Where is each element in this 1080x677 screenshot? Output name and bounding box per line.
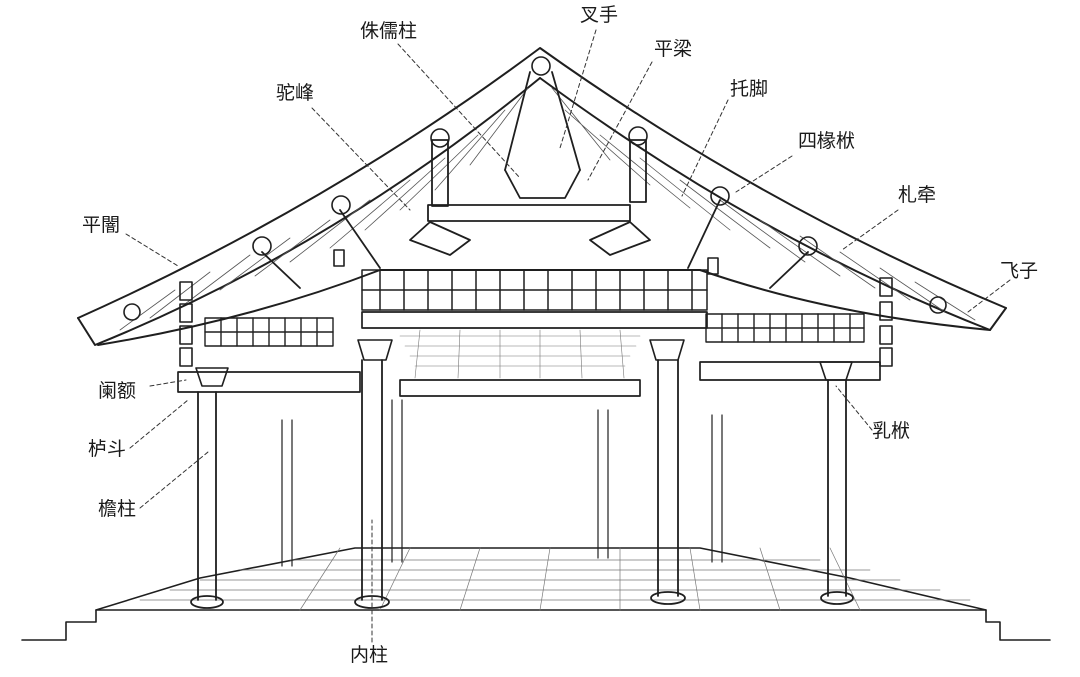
platform: [21, 547, 1051, 641]
label-ru-fu: 乳栿: [872, 420, 911, 442]
lintels: [177, 311, 881, 397]
coffered-ceiling-sides: [204, 313, 865, 347]
label-zha-qian: 札牵: [898, 184, 937, 206]
label-yan-zhu: 檐柱: [98, 498, 137, 520]
brackets: [179, 249, 893, 387]
label-zhuru-zhu: 侏儒柱: [360, 20, 418, 42]
label-nei-zhu: 内柱: [350, 644, 389, 666]
purlins: [123, 56, 947, 321]
truss: [261, 71, 809, 289]
label-tuo-feng: 驼峰: [276, 82, 315, 104]
label-fei-zi: 飞子: [1000, 260, 1039, 282]
columns: [190, 359, 854, 609]
floor-hatch: [139, 547, 971, 611]
interior-ceiling-hatch: [399, 329, 641, 379]
label-ping-an: 平闇: [82, 214, 121, 236]
coffered-ceiling-center: [361, 269, 708, 311]
label-tuo-jiao: 托脚: [730, 78, 769, 100]
label-lu-dou: 栌斗: [88, 438, 127, 460]
label-cha-shou: 叉手: [580, 4, 619, 26]
label-lan-e: 阑额: [98, 380, 137, 402]
label-ping-liang: 平梁: [654, 38, 693, 60]
label-si-chuan-fu: 四椽栿: [798, 130, 856, 152]
leader-lines: [125, 29, 1011, 643]
roof-outline: [77, 47, 1007, 346]
